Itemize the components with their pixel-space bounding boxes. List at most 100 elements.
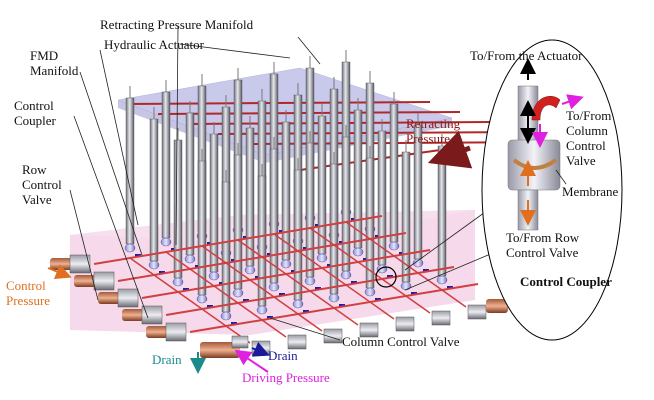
base-col-tube (273, 233, 395, 320)
drain-right-arrow (251, 341, 270, 357)
control-coupler (280, 259, 292, 269)
coupler-port (411, 292, 417, 295)
retracting-tube (127, 101, 431, 105)
control-coupler (364, 287, 376, 297)
column-control-valve (287, 334, 307, 350)
label-drain-left: Drain (152, 352, 182, 367)
label-row-control-valve: Row Control Valve (22, 162, 62, 207)
coupler-port (387, 275, 393, 278)
row-inlet (74, 275, 96, 287)
label-fmd-manifold: FMD Manifold (30, 48, 79, 78)
hydraulic-actuator (125, 97, 135, 245)
row-control-valve (165, 322, 187, 342)
control-coupler (124, 243, 136, 253)
coupler-port (315, 287, 321, 290)
coupler-port (351, 281, 357, 284)
column-control-valve (467, 304, 487, 320)
control-coupler (436, 275, 448, 285)
leader-lines (69, 25, 501, 341)
label-driving-pressure: Driving Pressure (242, 370, 330, 385)
column-control-valve (395, 316, 415, 332)
control-coupler (352, 247, 364, 257)
base-col-tube (345, 221, 467, 308)
coupler-port (135, 254, 141, 257)
inset-title: Control Coupler (520, 274, 612, 289)
coupler-highlight (375, 266, 397, 288)
label-retracting-pressure: Retracting Pressure (406, 116, 461, 146)
coupler-port (159, 271, 165, 274)
coupler-port (375, 298, 381, 301)
control-coupler (304, 276, 316, 286)
row-inlet (146, 326, 168, 338)
base-col-tube (309, 227, 431, 314)
control-coupler (256, 305, 268, 315)
hydraulic-actuators (124, 50, 453, 325)
inset-label-membrane: Membrane (562, 184, 619, 199)
row-control-valve (141, 305, 163, 325)
hydraulic-actuator (173, 139, 183, 279)
hydraulic-actuator (437, 145, 447, 277)
label-column-control-valve: Column Control Valve (342, 334, 460, 349)
label-control-coupler: Control Coupler (14, 98, 56, 128)
coupler-port (447, 286, 453, 289)
hydraulic-actuator (389, 103, 399, 243)
hydraulic-actuator (161, 91, 171, 239)
coupler-port (183, 288, 189, 291)
hydraulic-actuator (185, 112, 195, 256)
control-coupler (244, 265, 256, 275)
control-coupler (208, 271, 220, 281)
retracting-pressure-arrow (427, 130, 473, 169)
coupler-port (303, 310, 309, 313)
control-coupler (376, 264, 388, 274)
base-row-tubes (93, 215, 479, 344)
label-retracting-manifold: Retracting Pressure Manifold (100, 17, 254, 32)
coupler-port (339, 304, 345, 307)
control-coupler (268, 282, 280, 292)
hydraulic-actuator (281, 121, 291, 261)
row-control-valve (69, 254, 91, 274)
label-control-pressure: Control Pressure (6, 278, 51, 308)
column-outlet (486, 299, 508, 313)
control-coupler (316, 253, 328, 263)
base-col-tube (201, 245, 323, 332)
base-col-tube (129, 257, 251, 344)
inset-coupler (507, 58, 584, 231)
control-coupler (400, 281, 412, 291)
column-control-valve (431, 310, 451, 326)
driving-pressure-inlet (200, 342, 240, 358)
coupler-port (231, 322, 237, 325)
inset-label-row: To/From Row Control Valve (506, 230, 580, 260)
column-control-valves (251, 299, 508, 356)
base-col-tube (237, 239, 359, 326)
row-inlet (122, 309, 144, 321)
row-control-valves (50, 254, 187, 342)
label-hydraulic-actuator: Hydraulic Actuator (104, 37, 204, 52)
driving-pressure-arrow (234, 349, 269, 373)
control-coupler (388, 241, 400, 251)
coupler-port (243, 299, 249, 302)
control-coupler (340, 270, 352, 280)
drain-valve (231, 335, 249, 349)
control-coupler (292, 299, 304, 309)
control-coupler (148, 260, 160, 270)
row-control-valve (117, 288, 139, 308)
control-pressure-arrow (47, 264, 72, 279)
row-inlet (98, 292, 120, 304)
control-coupler (172, 277, 184, 287)
control-coupler (196, 294, 208, 304)
hydraulic-actuator (353, 109, 363, 249)
column-control-valve (359, 322, 379, 338)
hydraulic-actuator (149, 118, 159, 262)
coupler-port (207, 305, 213, 308)
control-coupler (160, 237, 172, 247)
base-col-tube (165, 251, 287, 338)
row-inlet (50, 258, 72, 270)
inset-label-actuator: To/From the Actuator (470, 48, 583, 63)
control-coupler (412, 258, 424, 268)
hydraulic-actuator (317, 115, 327, 255)
coupler-port (423, 269, 429, 272)
coupler-port (279, 293, 285, 296)
label-drain-right: Drain (268, 348, 298, 363)
control-coupler (328, 293, 340, 303)
